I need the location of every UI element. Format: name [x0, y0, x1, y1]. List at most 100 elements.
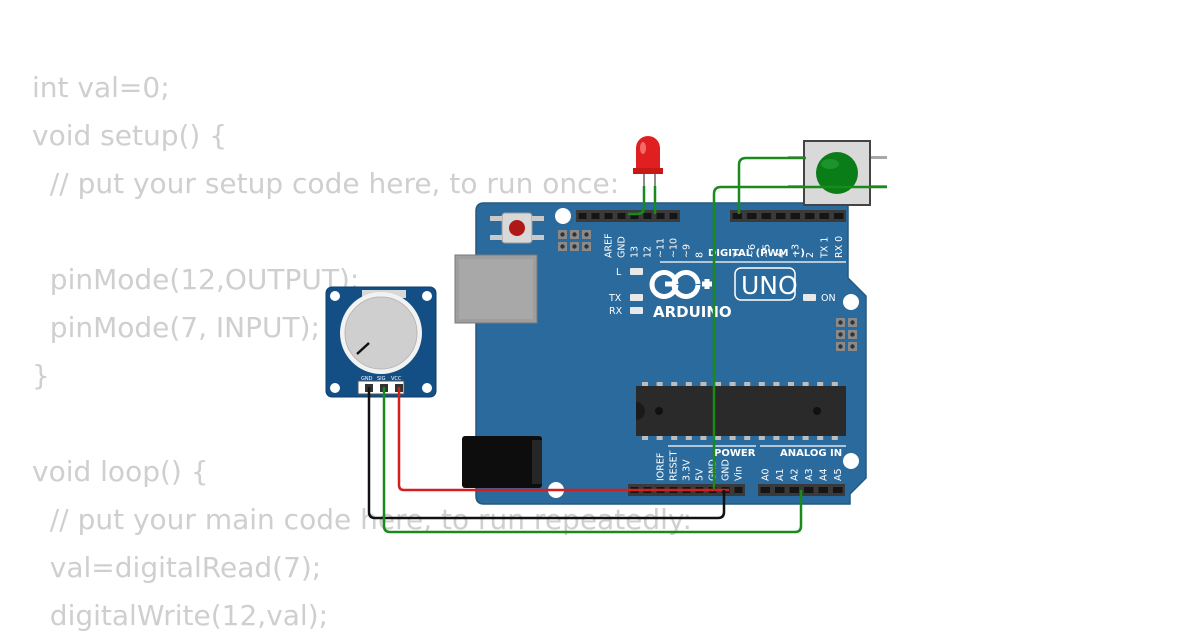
icsp-pin-hole	[560, 244, 565, 249]
pin-label: A0	[760, 468, 771, 481]
pin-label: GND	[721, 459, 732, 481]
pin-label: 3.3V	[682, 459, 693, 481]
header-socket[interactable]	[656, 213, 665, 219]
code-line: void setup() {	[32, 119, 228, 152]
pin-label: A3	[804, 468, 815, 481]
pin-label: A1	[775, 468, 786, 481]
dc-power-jack	[462, 436, 542, 488]
power-header-title: POWER	[714, 448, 756, 459]
pin-label: 2	[805, 252, 816, 258]
header-socket[interactable]	[775, 487, 785, 493]
header-strip	[730, 210, 846, 222]
chip-leg	[744, 436, 751, 440]
tx-led-icon	[630, 294, 643, 301]
chip-leg	[715, 382, 721, 386]
chip-leg	[671, 382, 678, 386]
pin-label: IOREF	[656, 453, 667, 481]
header-socket[interactable]	[591, 213, 600, 219]
wire-led-cathode-gnd	[628, 186, 646, 216]
chip-leg	[817, 436, 824, 440]
header-socket[interactable]	[747, 213, 757, 219]
mounting-hole	[843, 453, 859, 469]
icsp-pin-hole	[850, 344, 855, 349]
pot-pin-sig-label: SIG	[377, 376, 386, 382]
header-socket[interactable]	[761, 213, 772, 219]
uno-badge	[734, 267, 796, 301]
pin-label: RESET	[669, 450, 680, 481]
pin-label: ~3	[790, 244, 801, 258]
chip-leg	[744, 382, 751, 386]
pin-label: 5V	[695, 468, 706, 481]
header-socket[interactable]	[760, 487, 771, 493]
chip-leg	[715, 436, 721, 440]
header-socket[interactable]	[630, 213, 639, 219]
pushbutton[interactable]	[788, 140, 887, 206]
chip-leg	[685, 436, 692, 440]
on-led-icon	[803, 294, 816, 301]
header-socket[interactable]	[833, 487, 843, 493]
chip-leg	[671, 436, 678, 440]
header-socket[interactable]	[617, 213, 626, 219]
header-socket[interactable]	[834, 213, 844, 219]
header-socket[interactable]	[732, 213, 743, 219]
code-line: // put your main code here, to run repea…	[32, 503, 692, 536]
arduino-brand-text: ARDUINO	[653, 303, 732, 321]
code-line: // put your setup code here, to run once…	[32, 167, 620, 200]
header-socket[interactable]	[789, 487, 800, 493]
code-line: }	[32, 359, 50, 392]
header-socket[interactable]	[819, 213, 830, 219]
wire-button-pin7	[737, 156, 806, 214]
pin-label: GND	[617, 236, 628, 258]
icsp-pin-hole	[838, 332, 843, 337]
l-led-label: L	[616, 267, 622, 278]
header-socket[interactable]	[578, 213, 587, 219]
digital-header-right	[730, 210, 846, 222]
icsp-pin-hole	[850, 320, 855, 325]
header-socket[interactable]	[818, 487, 829, 493]
pin-label: ~6	[747, 244, 758, 258]
red-led[interactable]	[633, 136, 663, 186]
icsp-header	[558, 230, 591, 251]
chip-leg	[685, 382, 692, 386]
header-socket[interactable]	[804, 487, 814, 493]
on-led-label: ON	[821, 293, 836, 304]
wire-pot-sig-green	[382, 387, 803, 534]
header-socket[interactable]	[776, 213, 786, 219]
chip-leg	[758, 436, 765, 440]
chip-leg	[831, 382, 838, 386]
code-line: void loop() {	[32, 455, 209, 488]
potentiometer-module[interactable]: GND SIG VCC	[325, 286, 437, 398]
chip-leg	[817, 382, 824, 386]
rx-led-label: RX	[609, 306, 623, 317]
l-led-icon	[630, 268, 643, 275]
mounting-hole	[843, 294, 859, 310]
digital-header-left	[576, 210, 680, 222]
pin-label: 8	[695, 252, 706, 258]
header-socket[interactable]	[643, 213, 652, 219]
header-socket[interactable]	[604, 213, 613, 219]
pin-label: AREF	[604, 233, 615, 258]
chip-leg	[656, 382, 663, 386]
chip-leg	[802, 436, 809, 440]
pin-label: A2	[789, 468, 800, 481]
rx-led-icon	[630, 307, 643, 314]
code-line: int val=0;	[32, 71, 170, 104]
reset-button[interactable]	[501, 212, 533, 244]
icsp-pin-hole	[838, 320, 843, 325]
potentiometer-knob[interactable]	[344, 296, 418, 370]
code-editor: int val=0; void setup() { // put your set…	[32, 64, 692, 640]
header-socket[interactable]	[805, 213, 815, 219]
pin-label: A4	[818, 468, 829, 481]
icsp-pin-hole	[850, 332, 855, 337]
wires	[367, 156, 887, 534]
chip-leg	[773, 382, 780, 386]
uno-model-text: UNO	[741, 271, 798, 300]
icsp-header	[836, 318, 857, 351]
usb-connector	[454, 254, 538, 324]
header-socket[interactable]	[734, 487, 743, 493]
header-socket[interactable]	[790, 213, 801, 219]
arduino-logo-icon	[649, 270, 712, 299]
code-line: pinMode(7, INPUT);	[32, 311, 320, 344]
header-socket[interactable]	[669, 213, 678, 219]
